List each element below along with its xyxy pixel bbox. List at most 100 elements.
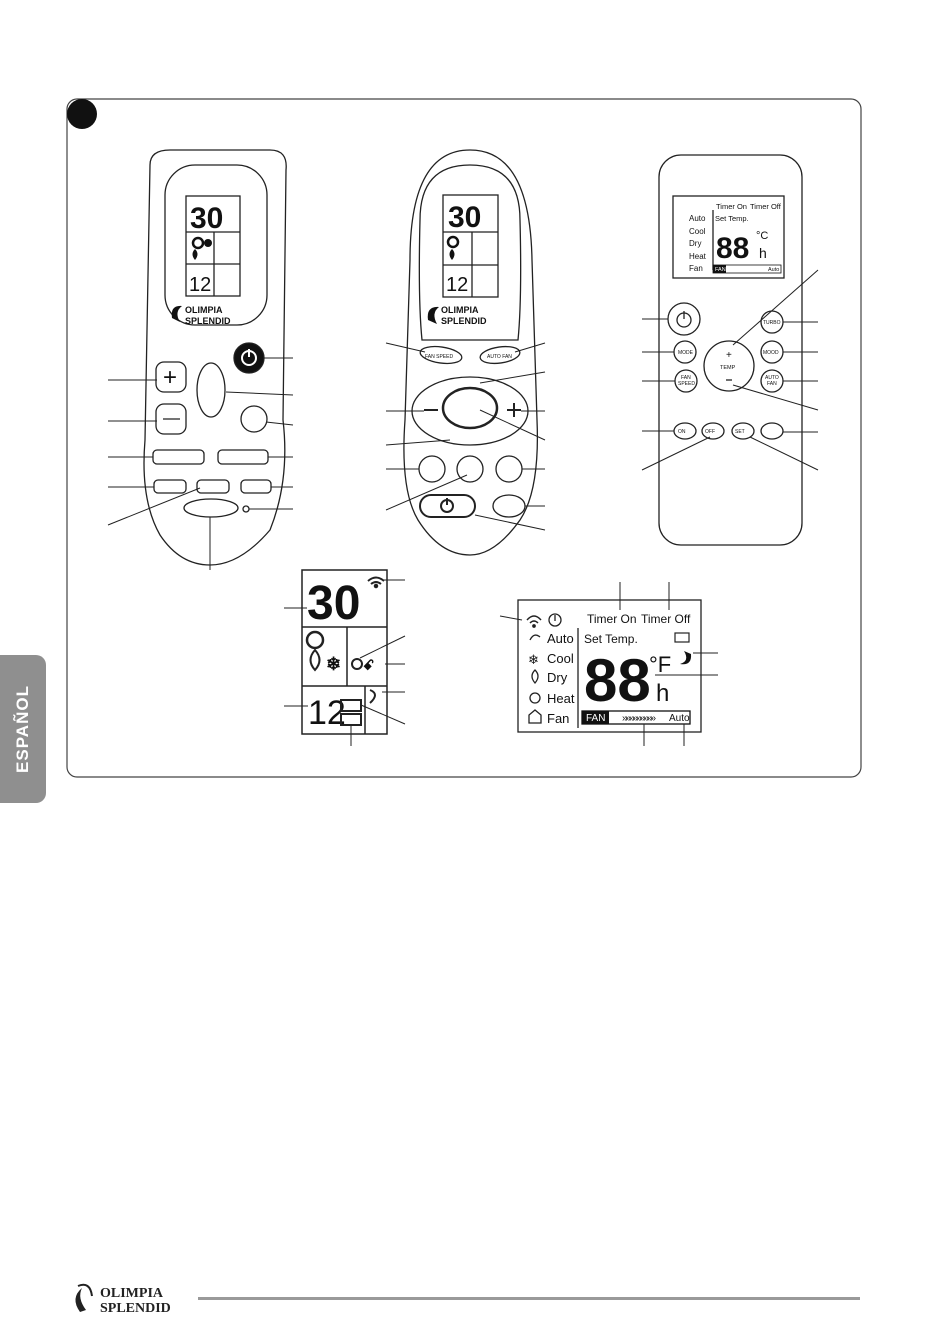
remote-3-timer-off-button[interactable] bbox=[701, 422, 725, 440]
svg-text:ꗃ: ꗃ bbox=[363, 657, 374, 673]
svg-text:SPLENDID: SPLENDID bbox=[185, 316, 231, 326]
timer-on-label: Timer On bbox=[587, 612, 637, 626]
remote-1: 30 12 OLIMPIA SPLENDID + bbox=[143, 149, 287, 566]
remote-controls-diagram: 30 12 OLIMPIA SPLENDID + bbox=[66, 98, 862, 778]
svg-text:Fan: Fan bbox=[689, 264, 703, 273]
section-marker bbox=[67, 99, 97, 129]
remote-1-timer-button-1[interactable] bbox=[153, 479, 187, 494]
svg-text:Dry: Dry bbox=[689, 239, 701, 248]
svg-text:30: 30 bbox=[307, 577, 360, 630]
big-digits: 88 bbox=[584, 647, 651, 714]
sleep-icon bbox=[369, 689, 376, 704]
svg-text:OLIMPIA: OLIMPIA bbox=[441, 305, 479, 315]
mode-auto: Auto bbox=[547, 631, 574, 646]
remote-1-wide-button-right[interactable] bbox=[217, 449, 269, 465]
svg-text:FAN: FAN bbox=[715, 267, 726, 273]
remote-2-timer-button-2[interactable] bbox=[456, 455, 484, 483]
remote-1-timer-button-3[interactable] bbox=[240, 479, 272, 494]
snowflake-icon bbox=[191, 236, 205, 250]
svg-text:Auto: Auto bbox=[669, 713, 690, 724]
lcd-detail-right-callouts bbox=[499, 582, 718, 746]
remote-1-sleep-button[interactable] bbox=[183, 498, 239, 518]
remote-1-callouts bbox=[107, 357, 294, 570]
remote-3: Timer On Timer Off Set Temp. Auto Cool D… bbox=[658, 154, 803, 546]
remote-2-callouts bbox=[385, 342, 546, 531]
svg-text:88: 88 bbox=[716, 232, 749, 265]
svg-text:Cool: Cool bbox=[689, 227, 706, 236]
svg-text:TEMP: TEMP bbox=[720, 365, 736, 371]
svg-text:Set Temp.: Set Temp. bbox=[715, 214, 749, 223]
lcd-detail-right-frame bbox=[517, 599, 702, 733]
remote-1-minus-button[interactable] bbox=[155, 403, 187, 435]
remote-3-body bbox=[658, 154, 803, 546]
svg-text:OLIMPIA: OLIMPIA bbox=[185, 305, 223, 315]
svg-text:❄: ❄ bbox=[326, 654, 341, 674]
svg-text:SET: SET bbox=[735, 429, 745, 435]
remote-2-auto-fan-button[interactable] bbox=[479, 344, 521, 365]
remote-3-set-button[interactable] bbox=[731, 422, 755, 440]
fan-mode-icon bbox=[305, 630, 325, 650]
remote-2-timer-button-1[interactable] bbox=[418, 455, 446, 483]
auto-icon bbox=[529, 634, 541, 641]
remote-2-power-button[interactable] bbox=[419, 494, 476, 518]
svg-text:FAN: FAN bbox=[681, 375, 691, 381]
svg-text:AUTO: AUTO bbox=[765, 375, 779, 381]
svg-text:ON: ON bbox=[678, 429, 686, 435]
remote-2-fan-speed-button[interactable] bbox=[419, 344, 463, 366]
svg-text:SPEED: SPEED bbox=[678, 381, 695, 387]
remote-3-temp-button[interactable] bbox=[703, 340, 755, 392]
footer-logo-line2: SPLENDID bbox=[100, 1301, 171, 1316]
svg-text:FAN SPEED: FAN SPEED bbox=[425, 354, 453, 360]
svg-text:AUTO FAN: AUTO FAN bbox=[487, 354, 512, 360]
svg-text:Auto: Auto bbox=[689, 214, 706, 223]
svg-text:12: 12 bbox=[308, 694, 346, 732]
remote-3-unit-toggle-button[interactable] bbox=[760, 422, 784, 440]
language-tab: ESPAÑOL bbox=[0, 655, 46, 803]
footer-logo-line1: OLIMPIA bbox=[100, 1286, 164, 1301]
swing-icon bbox=[351, 658, 363, 670]
remote-2: 30 12 OLIMPIA SPLENDID FAN SPEED AUTO FA… bbox=[403, 149, 539, 556]
wifi-icon bbox=[526, 615, 542, 624]
remote-1-reset-hole[interactable] bbox=[242, 505, 250, 513]
footer-logo: OLIMPIA SPLENDID bbox=[75, 1283, 171, 1316]
mode-heat: Heat bbox=[547, 691, 575, 706]
svg-text:❄: ❄ bbox=[528, 652, 539, 667]
svg-text:TURBO: TURBO bbox=[763, 320, 781, 326]
remote-1-timer-button-2[interactable] bbox=[196, 479, 230, 494]
remote-1-wide-button-left[interactable] bbox=[152, 449, 205, 465]
remote-1-body bbox=[143, 149, 287, 566]
lcd-detail-left-callouts bbox=[284, 579, 406, 746]
svg-text:12: 12 bbox=[446, 274, 468, 296]
unit-h: h bbox=[656, 680, 669, 707]
svg-text:30: 30 bbox=[448, 201, 481, 234]
svg-text:+: + bbox=[726, 350, 732, 361]
remote-2-top-panel bbox=[418, 164, 522, 341]
drop-icon bbox=[192, 249, 198, 260]
remote-3-lcd bbox=[672, 195, 785, 279]
svg-text:Timer On: Timer On bbox=[716, 202, 747, 211]
mode-cool: Cool bbox=[547, 651, 574, 666]
remote-2-body bbox=[403, 149, 539, 556]
power-status-icon bbox=[548, 613, 562, 627]
fan-house-icon bbox=[528, 709, 542, 724]
svg-text:Timer Off: Timer Off bbox=[750, 202, 782, 211]
footer-rule bbox=[198, 1297, 860, 1300]
remote-2-center-button[interactable] bbox=[441, 386, 499, 430]
svg-text:°C: °C bbox=[756, 230, 768, 242]
svg-text:Auto: Auto bbox=[768, 267, 779, 273]
remote-2-oval-button[interactable] bbox=[492, 494, 526, 518]
svg-text:FAN: FAN bbox=[586, 713, 605, 724]
battery-icon bbox=[674, 632, 690, 643]
svg-text:OFF: OFF bbox=[705, 429, 715, 435]
remote-1-power-button[interactable] bbox=[233, 342, 265, 374]
lcd-detail-right: Timer On Timer Off Set Temp. Auto Cool D… bbox=[517, 599, 702, 733]
svg-text:SPLENDID: SPLENDID bbox=[441, 316, 487, 326]
remote-1-logo-swoosh bbox=[171, 305, 182, 322]
remote-1-mode-button[interactable] bbox=[196, 362, 226, 418]
remote-2-timer-button-3[interactable] bbox=[495, 455, 523, 483]
remote-1-plus-button[interactable] bbox=[155, 361, 187, 393]
svg-text:h: h bbox=[759, 245, 767, 261]
remote-3-callouts bbox=[641, 269, 819, 471]
remote-1-round-button[interactable] bbox=[240, 405, 268, 433]
timer-off-label: Timer Off bbox=[641, 612, 691, 626]
